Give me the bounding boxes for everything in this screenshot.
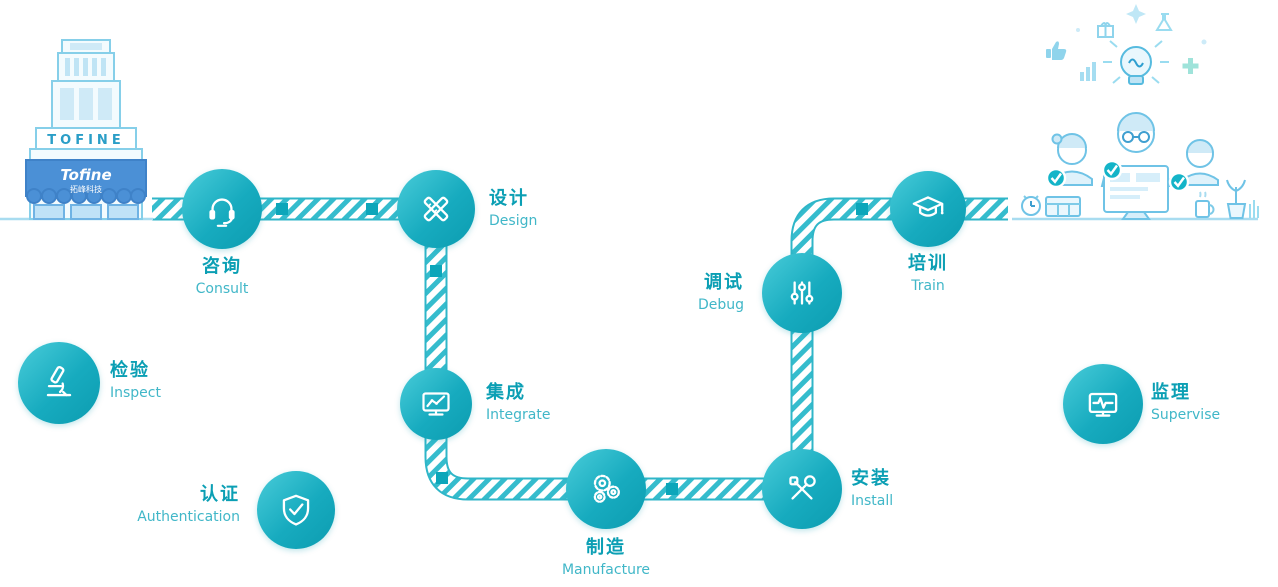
bar-chart-icon	[1080, 62, 1096, 81]
design-node	[397, 170, 475, 248]
microscope-icon	[46, 365, 72, 397]
monitor-chart-icon	[422, 392, 450, 416]
gears-icon	[593, 474, 620, 503]
step-label-zh: 安装	[851, 468, 891, 489]
integrate-label: 集成 Integrate	[486, 382, 551, 423]
step-label-zh: 调试	[704, 272, 744, 293]
supervise-node	[1063, 364, 1143, 444]
consult-label: 咨询 Consult	[195, 256, 249, 297]
process-path	[152, 197, 1008, 501]
manufacture-node	[566, 449, 646, 529]
supervise-label: 监理 Supervise	[1151, 382, 1221, 423]
person-right	[1181, 139, 1219, 186]
debug-node	[762, 253, 842, 333]
step-label-en: Supervise	[1151, 407, 1221, 423]
step-label-en: Install	[851, 493, 894, 509]
sliders-icon	[790, 281, 814, 305]
train-label: 培训 Train	[908, 253, 948, 294]
design-label: 设计 Design	[489, 188, 538, 229]
thumbs-up-icon	[1046, 41, 1067, 60]
authentication-label: 认证 Authentication	[137, 484, 240, 525]
check-badge-icons	[1045, 159, 1190, 193]
team-illustration	[1021, 4, 1259, 220]
install-node	[762, 449, 842, 529]
step-label-zh: 设计	[489, 188, 529, 209]
building-logo-subtext: 拓峰科技	[70, 184, 102, 194]
plant-icon	[1226, 179, 1259, 219]
step-label-zh: 检验	[110, 360, 150, 381]
clock-icon	[1021, 195, 1041, 216]
pencil-ruler-icon	[423, 196, 449, 222]
tools-icon	[789, 475, 816, 500]
building-logo-text: Tofine	[60, 166, 111, 184]
desk-monitor	[1103, 165, 1169, 220]
step-label-zh: 认证	[200, 484, 240, 505]
step-label-en: Train	[911, 278, 945, 294]
path-marker-squares	[276, 203, 868, 495]
monitor-pulse-icon	[1088, 392, 1118, 417]
debug-label: 调试 Debug	[697, 272, 744, 313]
plus-icon	[1182, 58, 1199, 74]
authentication-node	[257, 471, 335, 549]
shield-check-icon	[282, 494, 310, 526]
step-label-en: Integrate	[486, 407, 551, 423]
manufacture-label: 制造 Manufacture	[561, 537, 651, 578]
step-label-en: Authentication	[137, 509, 240, 525]
step-label-en: Consult	[195, 281, 249, 297]
inspect-node	[18, 342, 100, 424]
sparkle-icon	[1126, 4, 1146, 24]
coffee-cup-icon	[1195, 191, 1215, 218]
integrate-node	[400, 368, 472, 440]
install-label: 安装 Install	[851, 468, 894, 509]
step-label-zh: 制造	[585, 537, 626, 558]
headset-icon	[209, 198, 235, 227]
lightbulb-icon	[1103, 40, 1169, 85]
building-sign-text: TOFINE	[47, 133, 124, 148]
consult-node	[182, 169, 262, 249]
step-label-zh: 培训	[908, 253, 948, 274]
inspect-label: 检验 Inspect	[110, 360, 161, 401]
step-label-en: Inspect	[110, 385, 161, 401]
step-label-en: Manufacture	[561, 562, 651, 578]
train-node	[890, 171, 966, 247]
gift-icon	[1097, 22, 1114, 38]
calculator-icon	[1045, 196, 1081, 217]
company-building-illustration: TOFINE Tofine 拓峰科技	[25, 39, 147, 220]
graduation-cap-icon	[912, 196, 944, 217]
step-label-en: Design	[489, 213, 538, 229]
flask-icon	[1155, 13, 1173, 31]
step-label-zh: 监理	[1151, 382, 1191, 403]
step-label-zh: 集成	[486, 382, 526, 403]
step-label-zh: 咨询	[201, 256, 242, 277]
step-label-en: Debug	[697, 297, 744, 313]
